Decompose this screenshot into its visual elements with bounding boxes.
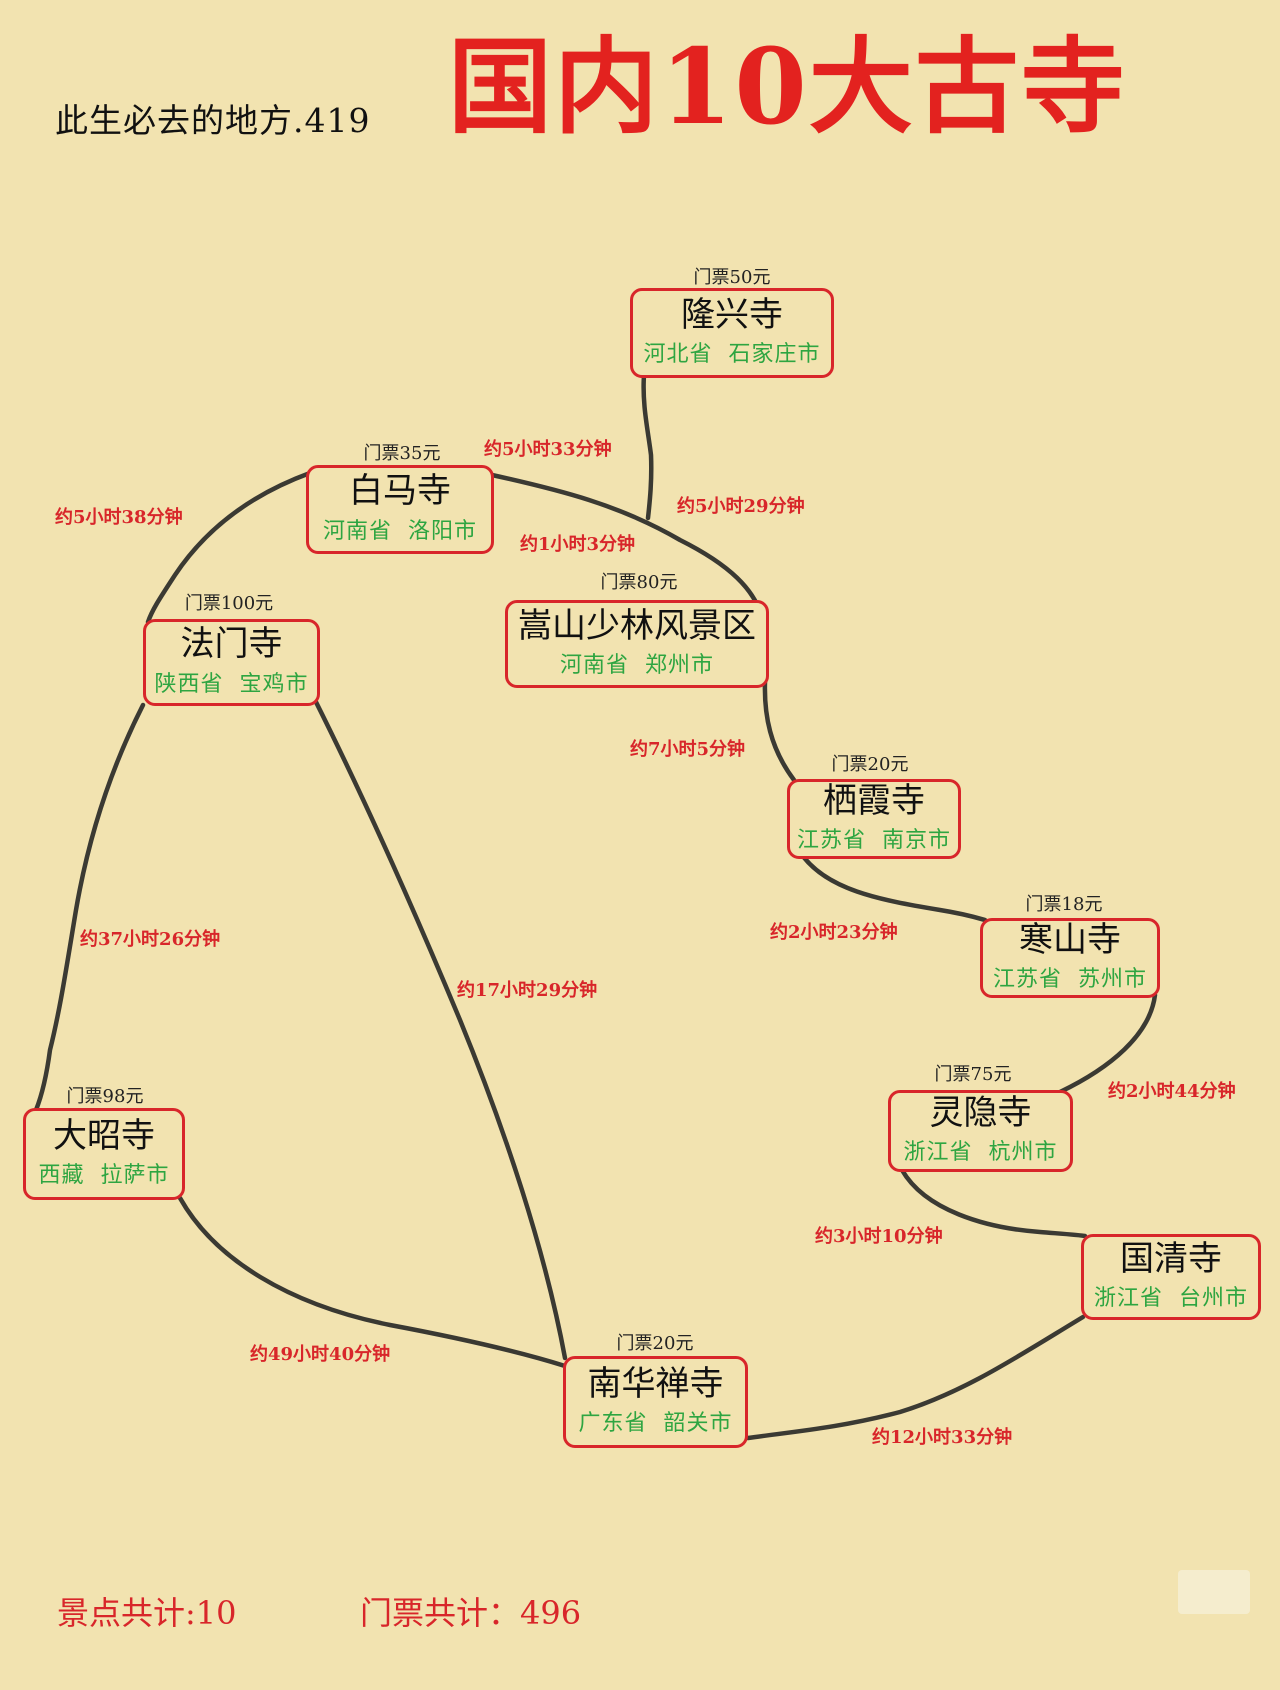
tickets-total: 门票共计：496 [360, 1594, 582, 1632]
temple-node: 白马寺 河南省洛阳市 [306, 465, 494, 554]
temple-name: 国清寺 [1120, 1238, 1222, 1279]
temple-node: 嵩山少林风景区 河南省郑州市 [505, 600, 769, 688]
temple-node: 灵隐寺 浙江省杭州市 [888, 1090, 1073, 1172]
travel-time: 约2小时23分钟 [770, 922, 898, 943]
temple-node: 国清寺 浙江省台州市 [1081, 1234, 1261, 1320]
travel-time: 约1小时3分钟 [520, 534, 636, 555]
temple-location: 浙江省杭州市 [903, 1140, 1058, 1166]
temple-node: 栖霞寺 江苏省南京市 [787, 779, 961, 859]
temple-name: 白马寺 [349, 471, 451, 512]
ticket-price: 门票75元 [934, 1064, 1012, 1085]
ticket-price: 门票35元 [363, 443, 441, 464]
temple-name: 栖霞寺 [823, 780, 925, 821]
travel-time: 约7小时5分钟 [630, 739, 746, 760]
route-line [762, 679, 797, 783]
temple-node: 法门寺 陕西省宝鸡市 [143, 619, 320, 706]
temple-node: 隆兴寺 河北省石家庄市 [630, 288, 834, 378]
ticket-price: 门票50元 [693, 267, 771, 288]
ticket-price: 门票80元 [600, 572, 678, 593]
temple-node: 寒山寺 江苏省苏州市 [980, 918, 1160, 998]
travel-time: 约3小时10分钟 [815, 1226, 943, 1247]
route-line [797, 849, 988, 923]
route-line [33, 702, 146, 1113]
travel-time: 约37小时26分钟 [80, 929, 221, 950]
route-line [641, 372, 654, 521]
route-line [145, 470, 313, 625]
temple-location: 广东省韶关市 [578, 1411, 733, 1437]
temple-name: 灵隐寺 [929, 1092, 1032, 1133]
travel-time: 约5小时38分钟 [55, 507, 183, 528]
temple-name: 南华禅寺 [587, 1363, 724, 1404]
travel-time: 约17小时29分钟 [457, 980, 598, 1001]
temple-location: 河南省郑州市 [559, 653, 715, 679]
ticket-price: 门票18元 [1025, 894, 1103, 915]
temple-location: 江苏省南京市 [796, 828, 952, 854]
route-line [899, 1167, 1088, 1239]
spots-total: 景点共计:10 [57, 1594, 237, 1632]
temple-location: 西藏拉萨市 [38, 1163, 170, 1189]
route-line [1057, 992, 1158, 1095]
travel-time: 约12小时33分钟 [872, 1427, 1013, 1448]
temple-name: 大昭寺 [53, 1115, 155, 1156]
temple-name: 法门寺 [180, 624, 283, 665]
ticket-price: 门票100元 [184, 593, 274, 614]
route-line [745, 1314, 1086, 1441]
temple-location: 河北省石家庄市 [643, 342, 821, 368]
temple-name: 隆兴寺 [681, 294, 783, 335]
route-line [489, 472, 765, 621]
temple-node: 大昭寺 西藏拉萨市 [23, 1108, 185, 1200]
ticket-price: 门票98元 [66, 1086, 144, 1107]
temple-node: 南华禅寺 广东省韶关市 [563, 1356, 748, 1448]
watermark-patch [1178, 1570, 1250, 1614]
page-title: 国内10大古寺 [448, 25, 1127, 148]
temple-location: 浙江省台州市 [1093, 1286, 1249, 1312]
travel-time: 约5小时29分钟 [677, 496, 805, 517]
temple-location: 河南省洛阳市 [322, 518, 478, 544]
ticket-price: 门票20元 [831, 754, 909, 775]
travel-time: 约2小时44分钟 [1108, 1081, 1236, 1102]
route-line [177, 1195, 568, 1369]
travel-time: 约5小时33分钟 [484, 439, 612, 460]
subtitle: 此生必去的地方.419 [55, 101, 371, 140]
temple-location: 陕西省宝鸡市 [154, 671, 309, 697]
ticket-price: 门票20元 [616, 1333, 694, 1354]
travel-time: 约49小时40分钟 [250, 1344, 391, 1365]
route-line [312, 697, 568, 1361]
temple-name: 嵩山少林风景区 [518, 605, 756, 646]
temple-name: 寒山寺 [1019, 919, 1121, 960]
temple-location: 江苏省苏州市 [992, 967, 1148, 993]
